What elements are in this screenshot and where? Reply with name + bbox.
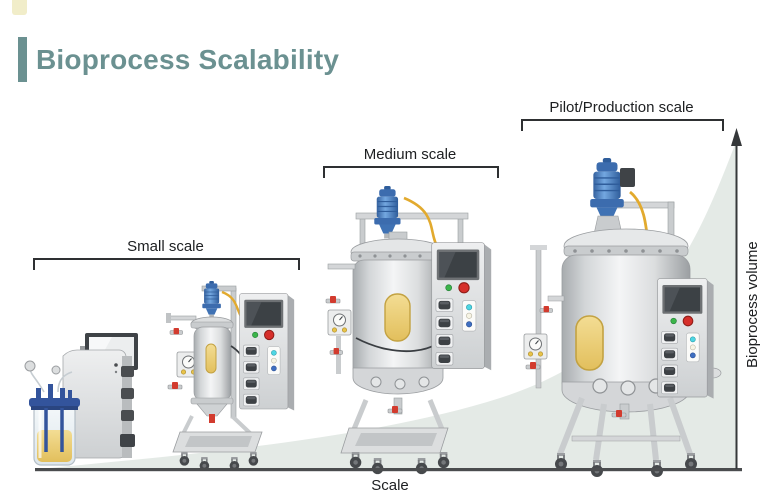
benchtop-bioreactor <box>24 333 138 466</box>
control-cabinet-icon <box>240 294 295 411</box>
x-axis-label: Scale <box>371 477 409 494</box>
growth-curve <box>38 142 736 469</box>
stage-bracket-pilot <box>521 119 724 131</box>
medium-scale-bioreactor <box>325 185 492 476</box>
stage-bracket-small <box>33 258 300 270</box>
stage-label-small: Small scale <box>127 238 204 255</box>
small-scale-bioreactor <box>166 280 295 472</box>
agitator-motor-icon <box>373 185 402 240</box>
stage-label-medium: Medium scale <box>363 146 457 163</box>
agitator-motor-icon <box>589 157 625 226</box>
control-cabinet-icon <box>432 243 492 371</box>
corner-artifact <box>12 0 27 15</box>
page-title: Bioprocess Scalability <box>36 44 340 75</box>
pilot-scale-bioreactor <box>523 157 722 478</box>
y-axis <box>731 128 742 469</box>
title-accent-bar <box>18 37 27 82</box>
stage-bracket-medium <box>323 166 499 178</box>
stage-label-pilot: Pilot/Production scale <box>549 99 694 116</box>
control-cabinet-icon <box>658 279 714 399</box>
x-axis <box>35 468 742 472</box>
y-axis-label: Bioprocess volume <box>744 241 761 368</box>
up-arrow-icon <box>731 128 742 146</box>
